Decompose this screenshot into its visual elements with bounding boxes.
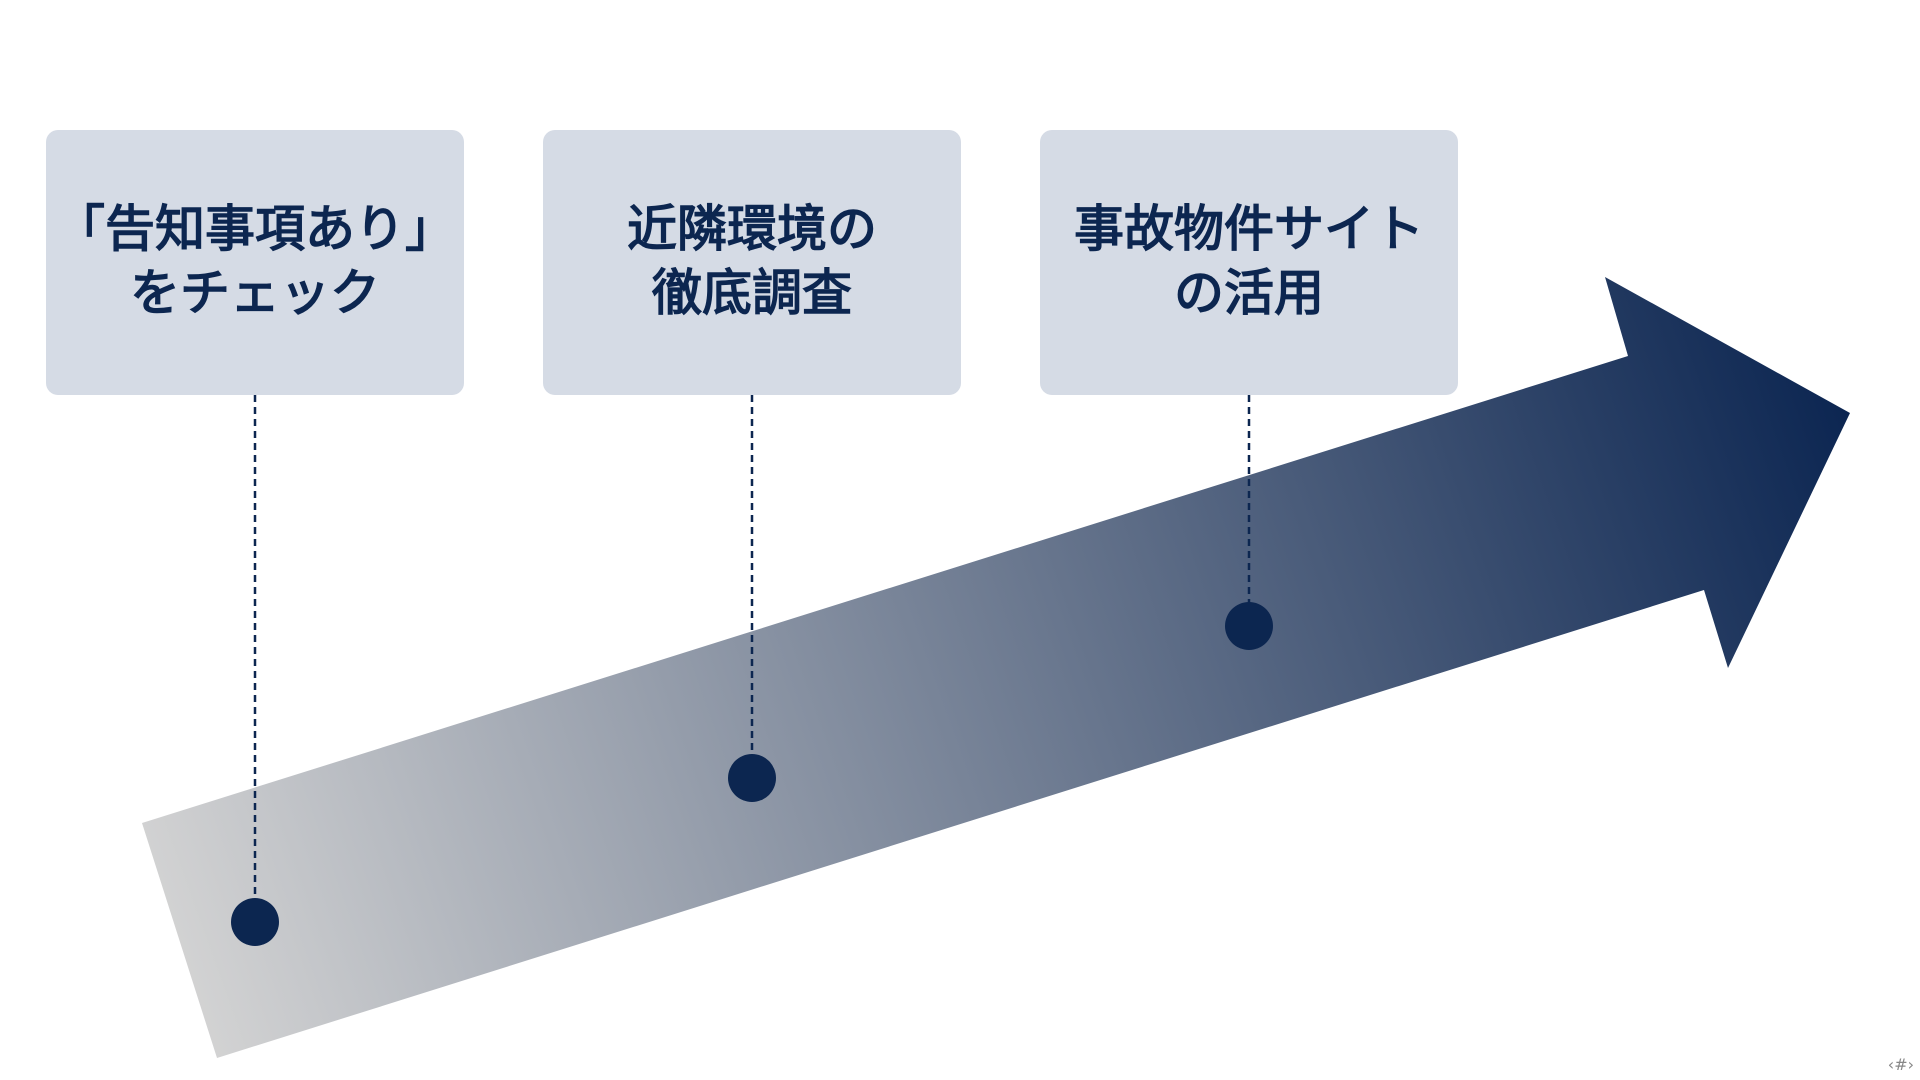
step-label-3: 事故物件サイト の活用 bbox=[1074, 200, 1424, 322]
progress-arrow bbox=[142, 277, 1850, 1058]
step-label-1: 「告知事項あり」 をチェック bbox=[55, 200, 455, 322]
timeline-dot-2 bbox=[728, 754, 776, 802]
timeline-dot-3 bbox=[1225, 602, 1273, 650]
step-card-1: 「告知事項あり」 をチェック bbox=[46, 130, 464, 395]
timeline-dot-1 bbox=[231, 898, 279, 946]
page-number: ‹#› bbox=[1887, 1055, 1914, 1074]
step-card-2: 近隣環境の 徹底調査 bbox=[543, 130, 961, 395]
step-label-2: 近隣環境の 徹底調査 bbox=[627, 200, 877, 322]
step-card-3: 事故物件サイト の活用 bbox=[1040, 130, 1458, 395]
